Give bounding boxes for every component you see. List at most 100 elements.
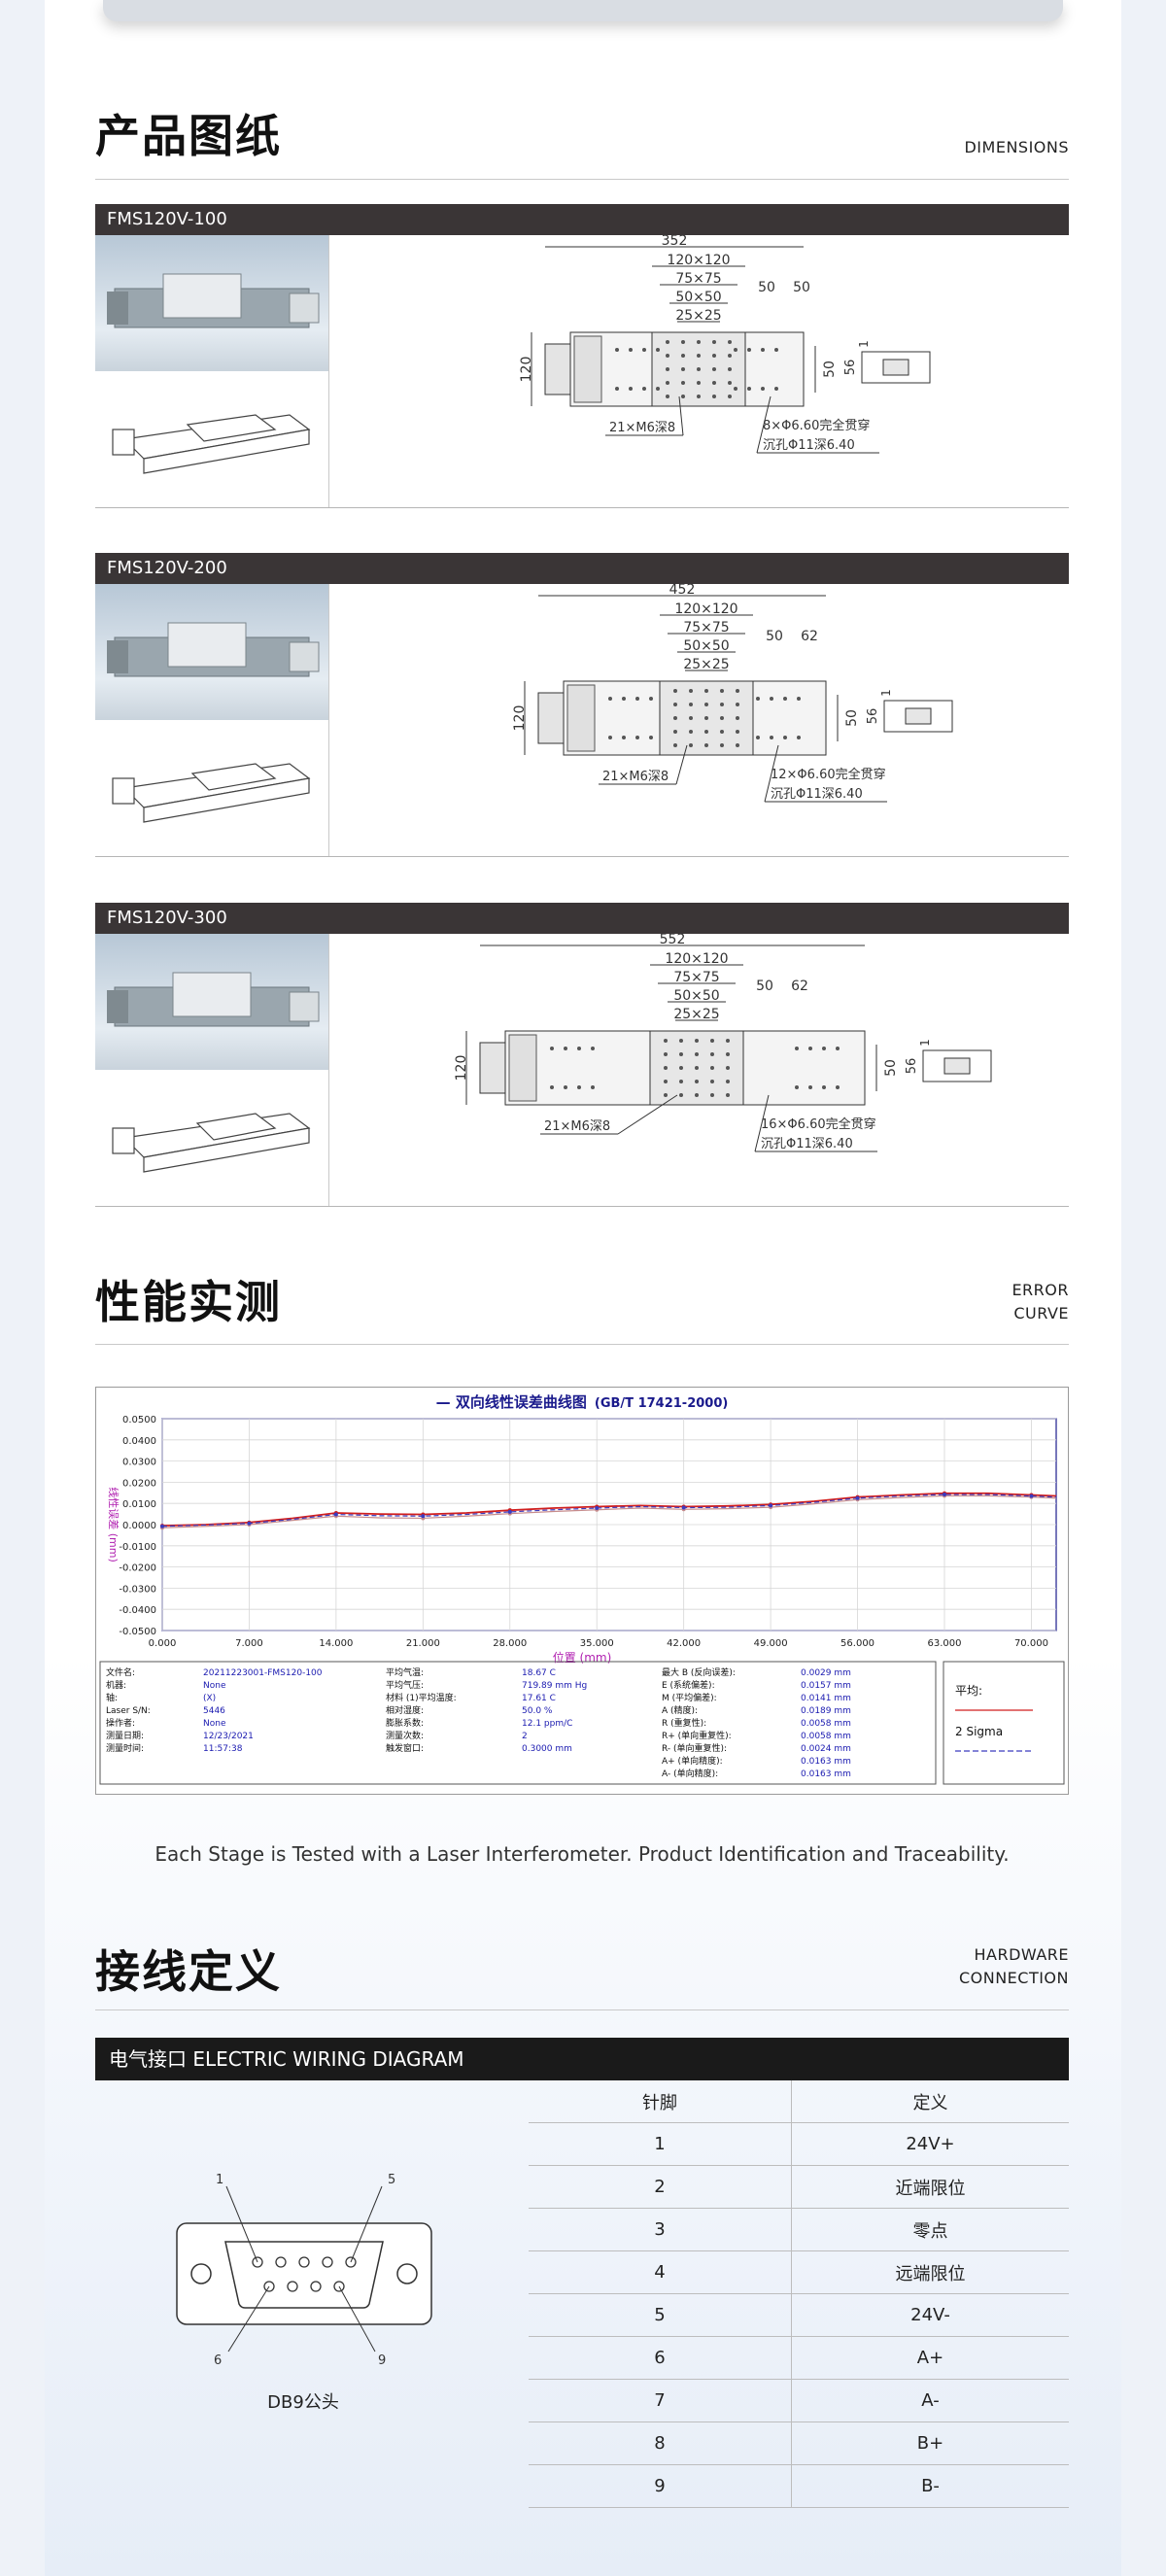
performance-subtitle: ERROR CURVE — [874, 1279, 1069, 1325]
db9-d-shape — [224, 2241, 384, 2309]
legend-panel — [943, 1661, 1065, 1785]
x-tick-label: 0.000 — [149, 1638, 177, 1649]
y-tick-label: 0.0300 — [122, 1458, 156, 1468]
dim-spacing-2: 62 — [791, 979, 808, 994]
info-value: 12.1 ppm/C — [522, 1719, 572, 1729]
info-label: 轴: — [106, 1692, 118, 1703]
info-label: R (重复性): — [662, 1717, 706, 1729]
dim-50x50: 50×50 — [675, 290, 721, 305]
db9-connector-diagram: 1 5 6 9 — [176, 2173, 432, 2368]
info-value: 0.0141 mm — [801, 1694, 851, 1703]
info-label: 机器: — [106, 1679, 126, 1691]
stage-render-photo — [95, 934, 328, 1070]
db9-pins-bottom — [263, 2281, 345, 2292]
series-point — [421, 1514, 426, 1519]
info-value: (X) — [203, 1694, 216, 1703]
info-value: 18.67 C — [522, 1668, 556, 1678]
info-value: 12/23/2021 — [203, 1732, 254, 1741]
stage-render-photo — [95, 235, 328, 371]
info-label: 测量日期: — [106, 1731, 144, 1741]
y-axis-label: 线性误差 (mm) — [107, 1487, 120, 1563]
stage-line-drawing — [95, 720, 328, 856]
dim-75x75: 75×75 — [675, 271, 721, 287]
callout-through-holes: 8×Φ6.60完全贯穿 — [763, 418, 870, 433]
stage-render-photo — [95, 584, 328, 720]
dim-50x50: 50×50 — [673, 988, 719, 1004]
pin-number: 6 — [529, 2336, 792, 2380]
series-point — [595, 1505, 600, 1510]
stage-line-drawing — [95, 1070, 328, 1206]
db9-label-6: 6 — [214, 2353, 222, 2368]
model-bottom-rule-2 — [95, 856, 1069, 857]
info-label: A- (单向精度): — [662, 1768, 718, 1779]
definition-column-header: 定义 — [791, 2080, 1069, 2123]
info-value: 0.0058 mm — [801, 1732, 851, 1741]
x-tick-label: 21.000 — [406, 1638, 440, 1649]
x-tick-label: 42.000 — [667, 1638, 701, 1649]
info-value: 20211223001-FMS120-100 — [203, 1668, 323, 1678]
dimensions-title: 产品图纸 — [95, 110, 282, 162]
dim-75x75: 75×75 — [673, 970, 719, 985]
info-label: 平均气压: — [386, 1679, 424, 1691]
info-value: 0.0163 mm — [801, 1757, 851, 1767]
dim-50x50: 50×50 — [683, 638, 729, 654]
y-tick-label: 0.0500 — [122, 1415, 156, 1425]
info-value: 719.89 mm Hg — [522, 1681, 587, 1691]
dim-120x120: 120×120 — [674, 601, 737, 617]
info-label: A (精度): — [662, 1704, 698, 1716]
model-bar-2: FMS120V-200 — [95, 553, 1069, 584]
dim-height: 120 — [512, 705, 528, 732]
info-value: None — [203, 1681, 226, 1691]
pin-number: 4 — [529, 2250, 792, 2294]
dimensions-rule — [95, 179, 1069, 180]
info-panel — [99, 1661, 937, 1785]
info-value: 0.3000 mm — [522, 1744, 572, 1754]
wiring-title: 接线定义 — [95, 1945, 282, 1998]
series-point — [769, 1503, 773, 1508]
wiring-subtitle-2: CONNECTION — [958, 1969, 1069, 1987]
y-tick-label: -0.0100 — [119, 1542, 156, 1553]
pin-definition: 远端限位 — [791, 2250, 1069, 2294]
pin-definition: 近端限位 — [791, 2165, 1069, 2209]
pin-definition: 零点 — [791, 2208, 1069, 2251]
info-value: 0.0157 mm — [801, 1681, 851, 1691]
pin-number: 9 — [529, 2464, 792, 2508]
dim-total-length: 452 — [669, 584, 696, 598]
info-value: 17.61 C — [522, 1694, 556, 1703]
pin-definition: A+ — [791, 2336, 1069, 2380]
y-tick-label: 0.0100 — [122, 1499, 156, 1510]
y-tick-label: 0.0000 — [122, 1521, 156, 1531]
model-divider-1 — [328, 235, 329, 507]
dim-total-length: 552 — [660, 934, 686, 947]
dim-side-1: 1 — [918, 1039, 932, 1047]
callout-threaded-holes: 21×M6深8 — [609, 421, 675, 435]
dim-side-1: 1 — [857, 340, 871, 348]
dim-spacing-2: 62 — [801, 629, 818, 644]
info-value: None — [203, 1719, 226, 1729]
info-value: 2 — [522, 1732, 528, 1741]
info-value: 0.0029 mm — [801, 1668, 851, 1678]
model-divider-2 — [328, 584, 329, 856]
dim-right-height: 50 — [822, 361, 838, 378]
wiring-header-bar: 电气接口 ELECTRIC WIRING DIAGRAM — [95, 2038, 1069, 2080]
info-label: 材料 (1)平均温度: — [386, 1692, 457, 1703]
db9-label-9: 9 — [378, 2353, 386, 2368]
db9-label-1: 1 — [216, 2173, 223, 2187]
info-label: 文件名: — [106, 1666, 135, 1678]
x-tick-label: 70.000 — [1014, 1638, 1048, 1649]
model-bar-3: FMS120V-300 — [95, 903, 1069, 934]
db9-screw-right — [396, 2263, 418, 2284]
performance-rule — [95, 1344, 1069, 1345]
dim-right-height: 50 — [883, 1059, 899, 1077]
y-tick-label: 0.0200 — [122, 1478, 156, 1489]
info-label: 测量时间: — [106, 1742, 144, 1754]
dim-spacing-1: 50 — [758, 280, 775, 295]
x-tick-label: 14.000 — [319, 1638, 353, 1649]
